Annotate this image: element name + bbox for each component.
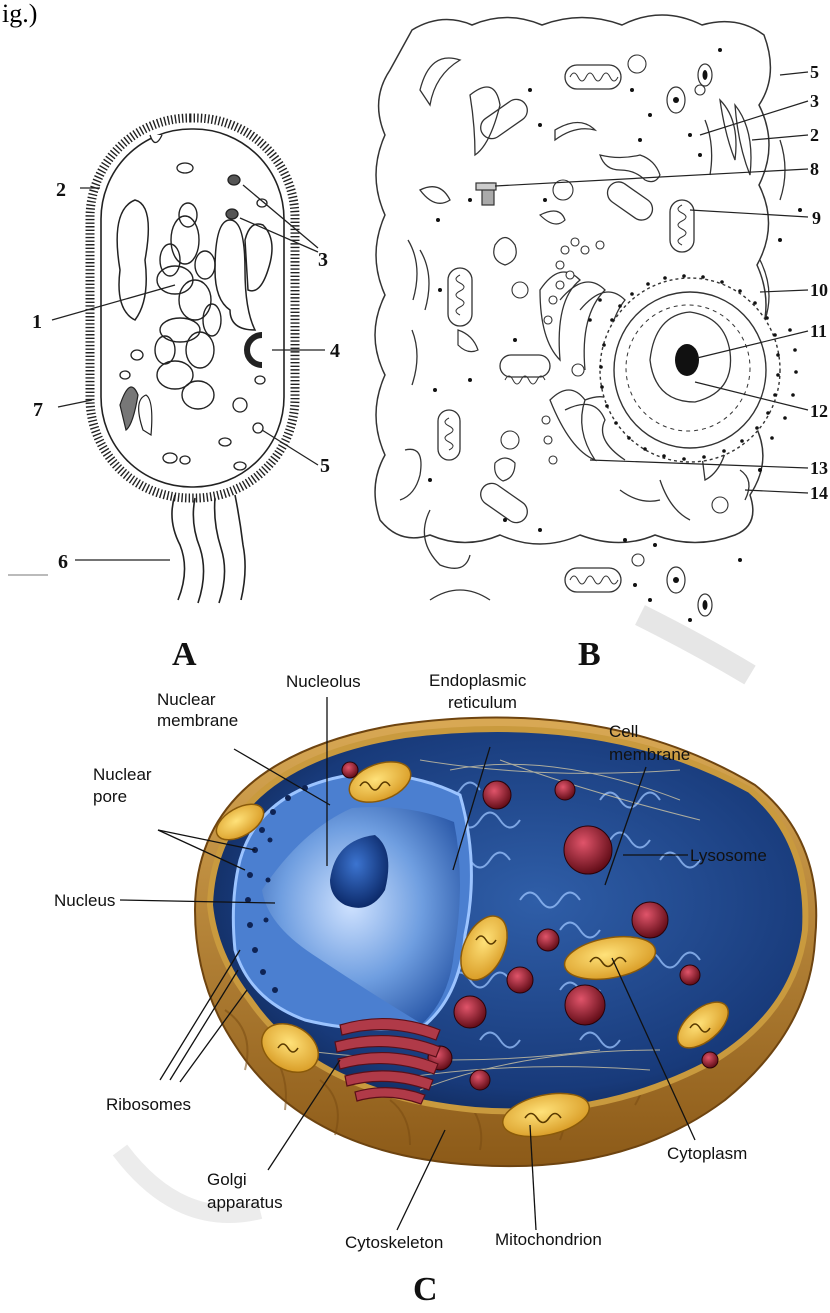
caption-c: C [413, 1271, 438, 1308]
label-b-11: 11 [810, 321, 827, 341]
label-b-9: 9 [812, 208, 821, 228]
label-ribosomes: Ribosomes [106, 1095, 191, 1114]
label-nuclear-membrane-line1: Nuclear [157, 690, 216, 709]
label-a-5: 5 [320, 455, 330, 477]
label-nucleolus: Nucleolus [286, 672, 361, 691]
panel-b-eukaryotic-cell-diagram: 5 3 2 8 9 10 11 12 13 14 [375, 15, 828, 622]
caption-b: B [578, 636, 601, 673]
label-nuclear-pore-line2: pore [93, 787, 127, 806]
label-b-10: 10 [810, 280, 828, 300]
label-a-1: 1 [32, 311, 42, 333]
panel-c-animal-cell-illustration: Nucleolus Nuclear membrane Endoplasmic r… [54, 671, 816, 1252]
nucleus [233, 774, 471, 1029]
label-a-6: 6 [58, 551, 68, 573]
panel-a-bacterium-diagram: 1 2 3 4 5 6 7 [8, 118, 340, 603]
label-nuclear-membrane-line2: membrane [157, 711, 238, 730]
caption-a: A [172, 636, 197, 673]
label-golgi-line2: apparatus [207, 1193, 283, 1212]
label-a-7: 7 [33, 399, 43, 421]
label-b-8: 8 [810, 159, 819, 179]
label-er-line2: reticulum [448, 693, 517, 712]
label-b-2: 2 [810, 125, 819, 145]
label-b-14: 14 [810, 483, 828, 503]
label-mitochondrion: Mitochondrion [495, 1230, 602, 1249]
label-a-4: 4 [330, 340, 340, 362]
label-cytoplasm: Cytoplasm [667, 1144, 747, 1163]
centriole [476, 183, 496, 190]
header-fragment: ig.) [2, 0, 37, 28]
label-er-line1: Endoplasmic [429, 671, 527, 690]
label-b-12: 12 [810, 401, 828, 421]
watermark-arc [640, 615, 750, 675]
label-cell-membrane-line2: membrane [609, 745, 690, 764]
label-b-3: 3 [810, 91, 819, 111]
flagella [172, 495, 245, 603]
label-nuclear-pore-line1: Nuclear [93, 765, 152, 784]
label-b-13: 13 [810, 458, 828, 478]
label-a-3: 3 [318, 249, 328, 271]
label-b-5: 5 [810, 62, 819, 82]
label-lysosome: Lysosome [690, 846, 767, 865]
label-cytoskeleton: Cytoskeleton [345, 1233, 443, 1252]
label-cell-membrane-line1: Cell [609, 722, 638, 741]
label-nucleus: Nucleus [54, 891, 115, 910]
label-a-2: 2 [56, 179, 66, 201]
nucleolus [675, 344, 699, 376]
label-golgi-line1: Golgi [207, 1170, 247, 1189]
